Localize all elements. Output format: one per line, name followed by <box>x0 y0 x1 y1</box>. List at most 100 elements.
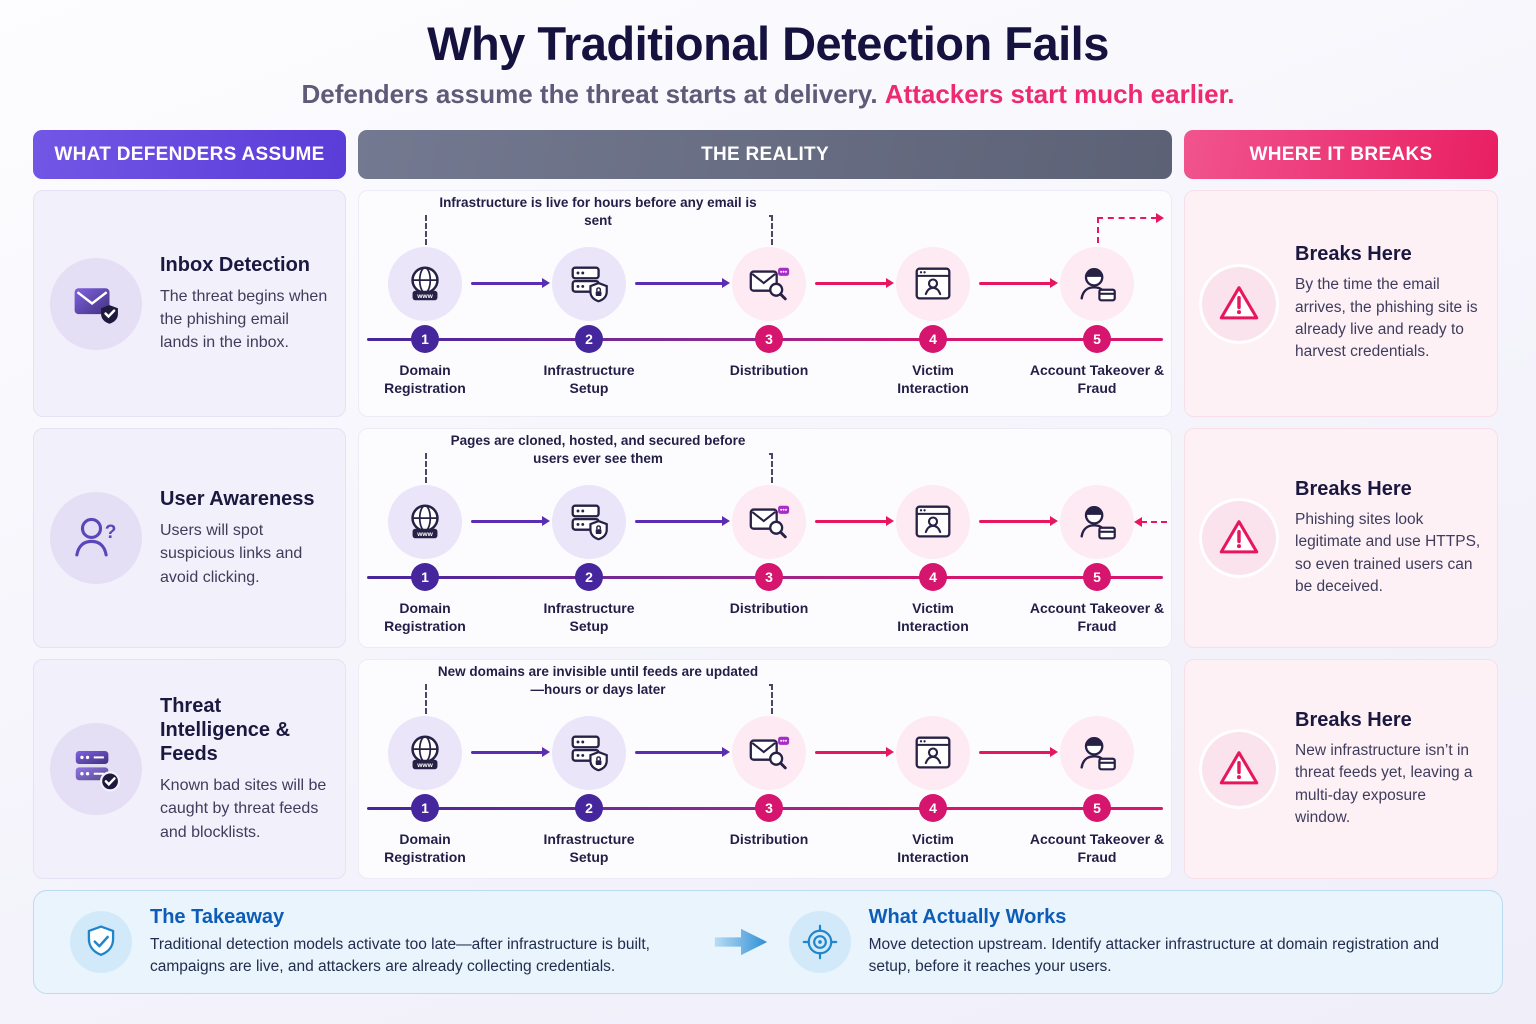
timeline-step-account-takeover: 5 Account Takeover & Fraud <box>1022 485 1172 635</box>
hacker-card-icon <box>1060 247 1134 321</box>
column-header-assume: WHAT DEFENDERS ASSUME <box>33 130 346 179</box>
server-shield-icon <box>552 716 626 790</box>
step-number: 3 <box>755 563 783 591</box>
step-label: Victim Interaction <box>897 831 969 865</box>
warning-triangle-icon <box>1199 729 1279 809</box>
step-label: Distribution <box>729 600 809 616</box>
hacker-card-icon <box>1060 716 1134 790</box>
reality-timeline-row-1: Infrastructure is live for hours before … <box>358 190 1172 417</box>
timeline-step-distribution: 3 Distribution <box>694 247 844 380</box>
step-number: 1 <box>411 325 439 353</box>
main-grid: WHAT DEFENDERS ASSUME THE REALITY WHERE … <box>33 130 1503 879</box>
step-label: Distribution <box>729 362 809 378</box>
globe-www-icon <box>388 485 462 559</box>
breaks-card-body: New infrastructure isn’t in threat feeds… <box>1295 741 1473 826</box>
email-magnifier-icon <box>732 485 806 559</box>
step-label: Infrastructure Setup <box>543 362 635 396</box>
timeline-step-distribution: 3 Distribution <box>694 485 844 618</box>
assume-card-inbox-detection: Inbox Detection The threat begins when t… <box>33 190 346 417</box>
globe-www-icon <box>388 716 462 790</box>
column-header-reality: THE REALITY <box>358 130 1172 179</box>
timeline-annotation: Pages are cloned, hosted, and secured be… <box>427 432 769 468</box>
timeline-connector <box>471 516 550 526</box>
envelope-shield-icon <box>50 257 142 350</box>
subtitle-accent: Attackers start much earlier. <box>884 79 1235 109</box>
breaks-card-row-1: Breaks Here By the time the email arrive… <box>1184 190 1498 417</box>
assume-card-text: Threat Intelligence & Feeds Known bad si… <box>160 694 329 844</box>
step-number: 4 <box>919 794 947 822</box>
warning-triangle-icon <box>1199 263 1279 344</box>
timeline-step-infrastructure-setup: 2 Infrastructure Setup <box>514 716 664 866</box>
what-works-body: Move detection upstream. Identify attack… <box>868 936 1439 975</box>
breaks-card-title: Breaks Here <box>1295 708 1412 731</box>
step-number: 2 <box>575 563 603 591</box>
takeaway-section: The Takeaway Traditional detection model… <box>70 906 693 977</box>
assume-card-user-awareness: User Awareness Users will spot suspiciou… <box>33 428 346 648</box>
globe-www-icon <box>388 247 462 321</box>
assume-card-body: The threat begins when the phishing emai… <box>160 287 328 352</box>
step-number: 1 <box>411 794 439 822</box>
step-label: Victim Interaction <box>897 600 969 634</box>
step-label: Distribution <box>729 831 809 847</box>
step-number: 2 <box>575 794 603 822</box>
timeline-connector <box>635 516 730 526</box>
step-number: 3 <box>755 794 783 822</box>
annotation-bracket-right <box>771 453 773 483</box>
assume-card-text: User Awareness Users will spot suspiciou… <box>160 487 329 589</box>
takeaway-body: Traditional detection models activate to… <box>150 936 650 975</box>
step-label: Infrastructure Setup <box>543 600 635 634</box>
breaks-card-row-2: Breaks Here Phishing sites look legitima… <box>1184 428 1498 648</box>
what-works-section: What Actually Works Move detection upstr… <box>788 906 1466 977</box>
step-label: Domain Registration <box>384 831 466 865</box>
annotation-bracket-right <box>771 684 773 714</box>
timeline-connector <box>815 278 894 288</box>
timeline-step-infrastructure-setup: 2 Infrastructure Setup <box>514 247 664 397</box>
step-label: Account Takeover & Fraud <box>1029 831 1165 865</box>
timeline-step-domain-registration: 1 Domain Registration <box>350 247 500 397</box>
assume-card-title: Threat Intelligence & Feeds <box>160 695 291 766</box>
breaks-connector-arrowhead <box>1156 213 1164 223</box>
breaks-card-text: Breaks Here Phishing sites look legitima… <box>1295 478 1483 599</box>
takeaway-title: The Takeaway <box>150 906 285 929</box>
breaks-card-title: Breaks Here <box>1295 477 1412 500</box>
timeline-annotation: Infrastructure is live for hours before … <box>427 194 769 230</box>
step-label: Account Takeover & Fraud <box>1029 362 1165 396</box>
step-number: 5 <box>1083 325 1111 353</box>
assume-card-body: Known bad sites will be caught by threat… <box>160 777 327 841</box>
server-check-icon <box>50 723 142 815</box>
timeline-step-account-takeover: 5 Account Takeover & Fraud <box>1022 247 1172 397</box>
annotation-bracket-left <box>425 453 427 483</box>
subtitle-plain: Defenders assume the threat starts at de… <box>301 79 885 109</box>
page-title: Why Traditional Detection Fails <box>427 17 1109 70</box>
timeline-step-infrastructure-setup: 2 Infrastructure Setup <box>514 485 664 635</box>
breaks-card-text: Breaks Here By the time the email arrive… <box>1295 243 1483 364</box>
breaks-connector-arrowhead <box>1134 517 1142 527</box>
timeline-connector <box>815 516 894 526</box>
page-subtitle: Defenders assume the threat starts at de… <box>0 79 1536 110</box>
step-label: Infrastructure Setup <box>543 831 635 865</box>
timeline-connector <box>979 516 1058 526</box>
timeline-step-domain-registration: 1 Domain Registration <box>350 485 500 635</box>
breaks-connector-vertical <box>1097 217 1099 243</box>
timeline-step-distribution: 3 Distribution <box>694 716 844 849</box>
step-number: 4 <box>919 563 947 591</box>
shield-check-icon <box>70 911 132 973</box>
breaks-card-body: By the time the email arrives, the phish… <box>1295 276 1478 361</box>
timeline-connector <box>635 747 730 757</box>
browser-victim-icon <box>896 485 970 559</box>
reality-timeline-row-2: Pages are cloned, hosted, and secured be… <box>358 428 1172 648</box>
breaks-card-body: Phishing sites look legitimate and use H… <box>1295 510 1481 595</box>
breaks-card-row-3: Breaks Here New infrastructure isn’t in … <box>1184 659 1498 879</box>
timeline-connector <box>471 278 550 288</box>
step-number: 4 <box>919 325 947 353</box>
step-label: Account Takeover & Fraud <box>1029 600 1165 634</box>
timeline-step-victim-interaction: 4 Victim Interaction <box>858 485 1008 635</box>
timeline-step-domain-registration: 1 Domain Registration <box>350 716 500 866</box>
what-works-title: What Actually Works <box>868 906 1067 929</box>
step-number: 5 <box>1083 563 1111 591</box>
email-magnifier-icon <box>732 247 806 321</box>
breaks-connector-horizontal <box>1141 521 1167 523</box>
step-label: Domain Registration <box>384 600 466 634</box>
timeline-connector <box>979 278 1058 288</box>
